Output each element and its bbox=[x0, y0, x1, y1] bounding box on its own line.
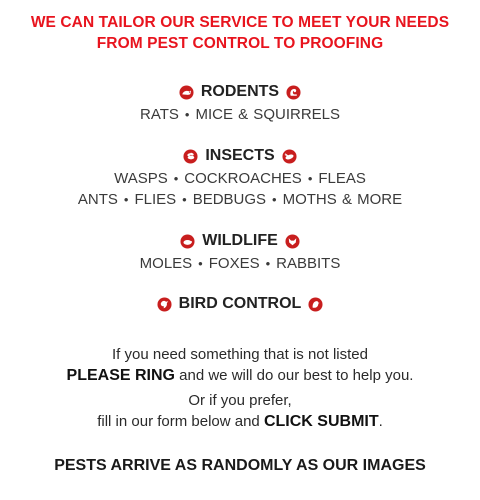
footer-tagline: PESTS ARRIVE AS RANDOMLY AS OUR IMAGES bbox=[54, 457, 426, 474]
contact-line-4: fill in our form below and CLICK SUBMIT. bbox=[0, 411, 480, 432]
list-item: MOLES bbox=[139, 255, 193, 272]
rodents-list: RATS • MICE & SQUIRRELS bbox=[0, 105, 480, 125]
list-item: RABBITS bbox=[276, 255, 341, 272]
separator-dot: • bbox=[265, 256, 271, 271]
contact-line-2-rest: and we will do our best to help you. bbox=[174, 367, 414, 384]
mole-icon bbox=[180, 233, 195, 249]
list-item: BEDBUGS bbox=[192, 191, 267, 208]
cockroach-icon bbox=[282, 148, 297, 164]
headline: WE CAN TAILOR OUR SERVICE TO MEET YOUR N… bbox=[0, 12, 480, 54]
list-item: FOXES bbox=[208, 255, 260, 272]
separator-dot: • bbox=[173, 171, 179, 186]
list-item: RATS bbox=[140, 106, 179, 123]
contact-line-1: If you need something that is not listed bbox=[112, 346, 368, 363]
headline-line-2: FROM PEST CONTROL TO PROOFING bbox=[96, 35, 384, 52]
section-title-rodents: RODENTS bbox=[0, 82, 480, 102]
list-item: COCKROACHES bbox=[184, 170, 302, 187]
insects-list-line-1: WASPS • COCKROACHES • FLEAS bbox=[0, 169, 480, 189]
headline-line-1: WE CAN TAILOR OUR SERVICE TO MEET YOUR N… bbox=[30, 14, 450, 31]
fox-icon bbox=[285, 233, 300, 249]
list-item: MOTHS & MORE bbox=[282, 191, 403, 208]
separator-dot: • bbox=[123, 192, 129, 207]
bird-icon bbox=[308, 296, 323, 312]
contact-line-2: PLEASE RING and we will do our best to h… bbox=[0, 365, 480, 386]
contact-line-4-post: . bbox=[378, 413, 383, 430]
section-title-wildlife: WILDLIFE bbox=[0, 231, 480, 251]
list-item: FLIES bbox=[134, 191, 177, 208]
section-title-wildlife-label: WILDLIFE bbox=[202, 232, 278, 249]
section-title-insects-label: INSECTS bbox=[205, 147, 275, 164]
section-title-bird-control-label: BIRD CONTROL bbox=[178, 295, 302, 312]
list-item: MICE & SQUIRRELS bbox=[195, 106, 340, 123]
separator-dot: • bbox=[184, 107, 190, 122]
contact-line-3: Or if you prefer, bbox=[188, 392, 292, 409]
pigeon-icon bbox=[157, 296, 172, 312]
separator-dot: • bbox=[272, 192, 277, 207]
rat-icon bbox=[179, 84, 194, 100]
separator-dot: • bbox=[307, 171, 313, 186]
section-title-rodents-label: RODENTS bbox=[200, 83, 280, 100]
squirrel-icon bbox=[286, 84, 301, 100]
list-item: ANTS bbox=[77, 191, 118, 208]
separator-dot: • bbox=[182, 192, 187, 207]
section-title-insects: INSECTS bbox=[0, 146, 480, 166]
list-item: WASPS bbox=[114, 170, 168, 187]
wildlife-list: MOLES • FOXES • RABBITS bbox=[0, 254, 480, 274]
click-submit-text: CLICK SUBMIT bbox=[263, 413, 379, 430]
section-title-bird-control: BIRD CONTROL bbox=[0, 294, 480, 314]
insects-list-line-2: ANTS • FLIES • BEDBUGS • MOTHS & MORE bbox=[0, 190, 480, 210]
separator-dot: • bbox=[198, 256, 203, 271]
contact-line-4-pre: fill in our form below and bbox=[97, 413, 264, 430]
wasp-icon bbox=[183, 148, 198, 164]
list-item: FLEAS bbox=[318, 170, 366, 187]
please-ring-text: PLEASE RING bbox=[66, 367, 175, 384]
